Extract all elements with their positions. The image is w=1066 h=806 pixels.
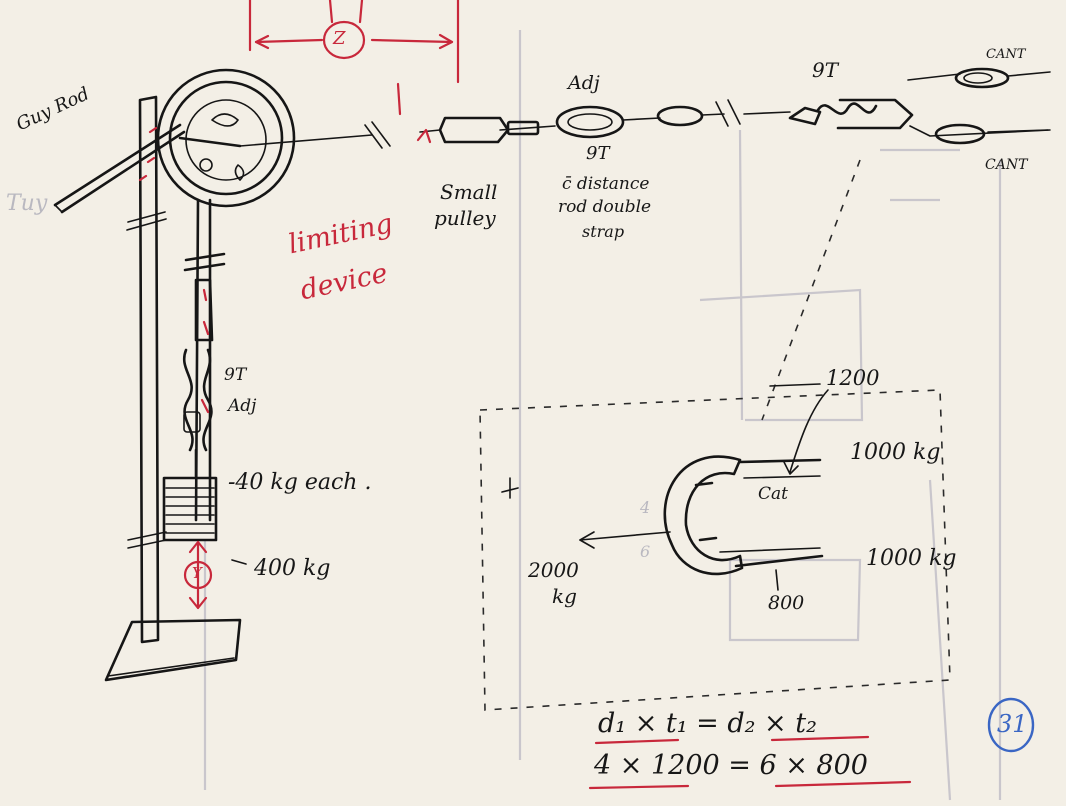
gt-vertical-label: 9T bbox=[224, 365, 247, 385]
z-dimension bbox=[248, 0, 460, 84]
page-number-circle bbox=[987, 697, 1035, 753]
small-pulley-label-1: Small bbox=[440, 180, 498, 204]
y-marker-label: Y bbox=[192, 564, 202, 582]
num-6-label: 6 bbox=[640, 542, 651, 561]
gt-top-label: 9T bbox=[812, 58, 839, 82]
bleed-left-text: Tuy bbox=[6, 191, 48, 216]
small-pulley-fitting bbox=[438, 116, 510, 144]
dim-800-label: 800 bbox=[768, 592, 805, 614]
weight-stack bbox=[162, 476, 218, 542]
cable-assembly bbox=[239, 67, 1051, 149]
force-top-label: 1000 kg bbox=[850, 440, 941, 465]
page-number: 31 bbox=[997, 710, 1028, 738]
force-bottom-label: 1000 kg bbox=[866, 546, 957, 571]
mast bbox=[104, 95, 242, 682]
force-left-label-1: 2000 bbox=[528, 558, 579, 582]
weights-total-label: 400 kg bbox=[254, 556, 331, 581]
adj-vertical-label: Adj bbox=[228, 396, 257, 416]
cat-label: Cat bbox=[758, 484, 788, 504]
force-left-label-2: kg bbox=[552, 584, 577, 608]
small-pulley-label-2: pulley bbox=[434, 206, 496, 230]
distance-rod-label-1: c̄ distance bbox=[562, 174, 650, 194]
num-4-label: 4 bbox=[640, 498, 651, 517]
gt-mid-label: 9T bbox=[586, 143, 610, 164]
adj-turnbuckle bbox=[555, 105, 625, 139]
distance-rod-label-3: strap bbox=[582, 222, 625, 241]
pulley-wheel bbox=[156, 68, 296, 522]
z-marker-circle bbox=[322, 20, 366, 60]
adj-top-label: Adj bbox=[568, 72, 600, 94]
limiting-device-marks bbox=[138, 82, 432, 414]
balance-weight-assembly bbox=[162, 252, 247, 610]
dim-1200-label: 1200 bbox=[826, 366, 880, 390]
equation-underlines bbox=[588, 735, 912, 790]
cant-bottom-label: CANT bbox=[985, 157, 1028, 173]
distance-rod-label-2: rod double bbox=[558, 197, 652, 217]
force-diagram bbox=[501, 383, 829, 591]
guide-dash-lines bbox=[479, 159, 951, 711]
cant-top-label: CANT bbox=[986, 47, 1026, 62]
z-marker-label: Z bbox=[333, 28, 346, 49]
weights-each-label: -40 kg each . bbox=[228, 470, 372, 495]
equation-line-2: 4 × 1200 = 6 × 800 bbox=[594, 750, 868, 781]
equation-line-1: d₁ × t₁ = d₂ × t₂ bbox=[598, 708, 817, 739]
y-marker-circle bbox=[183, 560, 213, 590]
